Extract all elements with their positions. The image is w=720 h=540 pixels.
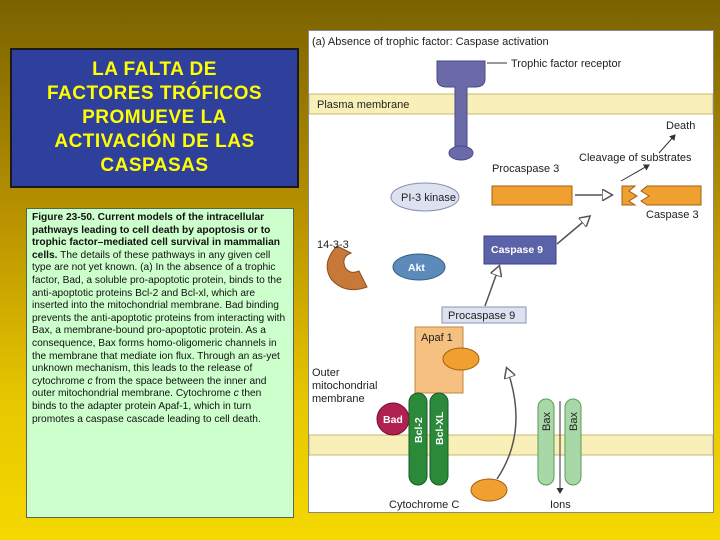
death-label: Death [666,120,695,132]
caspase9-box [483,235,557,265]
title-line-4: ACTIVACIÓN DE LAS [54,131,255,152]
bcl2-shape [408,392,428,486]
cytochrome-release-arrow [496,369,517,480]
caspase3-fragment [621,185,638,206]
title-line-2: FACTORES TRÓFICOS [46,83,263,104]
apaf1-label: Apaf 1 [421,332,453,344]
cleavage-arrow [620,164,650,182]
outer-membrane-label-2: mitochondrial [312,380,377,392]
procaspase3-label: Procaspase 3 [492,163,559,175]
procaspase3-box [491,185,573,206]
caspase9-label: Caspase 9 [491,244,543,256]
caption-text-2: from the space between the inner and out… [32,375,267,400]
bax-shape-right [564,398,582,486]
cytochrome-c-released [470,478,508,502]
cytochrome-c-bound [442,347,480,371]
death-arrow [658,134,676,154]
bcl2-label: Bcl-2 [413,417,425,443]
pathway-svg: (a) Absence of trophic factor: Caspase a… [309,36,713,511]
caption-text-1: The details of these pathways in any giv… [32,249,286,387]
caption-bold: Figure 23-50. Current models of the intr… [32,212,280,261]
figure-caption: Figure 23-50. Current models of the intr… [26,208,294,518]
caspase3-box [640,185,702,206]
bax-shape-left [537,398,555,486]
procaspase9-box [441,306,527,324]
outer-membrane-label-1: Outer [312,367,340,379]
cytochrome-label: Cytochrome C [389,499,459,511]
outer-membrane-label-3: membrane [312,393,365,405]
protein-14-3-3-shape [326,245,368,291]
procaspase9-label: Procaspase 9 [448,310,515,322]
panel-title: (a) Absence of trophic factor: Caspase a… [312,36,549,48]
caption-text-3: then binds to the adapter protein Apaf-1… [32,388,262,425]
pathway-diagram: (a) Absence of trophic factor: Caspase a… [308,30,714,513]
cleavage-label: Cleavage of substrates [579,152,692,164]
caspase9-arrow [556,217,589,245]
slide-title: LA FALTA DE FACTORES TRÓFICOS PROMUEVE L… [47,58,262,178]
akt-label: Akt [408,262,425,274]
plasma-membrane-label: Plasma membrane [317,99,409,111]
trophic-receptor-label: Trophic factor receptor [511,58,622,70]
title-box: LA FALTA DE FACTORES TRÓFICOS PROMUEVE L… [10,48,299,188]
bax-label-left: Bax [541,412,553,431]
ions-label: Ions [550,499,571,511]
pi3k-label: PI-3 kinase [401,192,456,204]
procaspase9-arrow [484,267,499,307]
plasma-membrane [309,93,713,115]
caption-italic-2: c [233,388,239,400]
caption-italic-1: c [87,375,93,387]
title-line-3: PROMUEVE LA [82,107,227,128]
pi3k-oval [390,182,460,212]
caspase3-label: Caspase 3 [646,209,699,221]
bax-label-right: Bax [568,412,580,431]
bclxl-shape [429,392,449,486]
akt-oval [392,253,446,281]
protein-14-3-3-label: 14-3-3 [317,239,349,251]
bclxl-label: Bcl-XL [434,411,446,445]
title-line-1: LA FALTA DE [92,59,217,80]
title-line-5: CASPASAS [100,155,209,176]
trophic-receptor [436,60,486,161]
bad-label: Bad [383,414,403,426]
